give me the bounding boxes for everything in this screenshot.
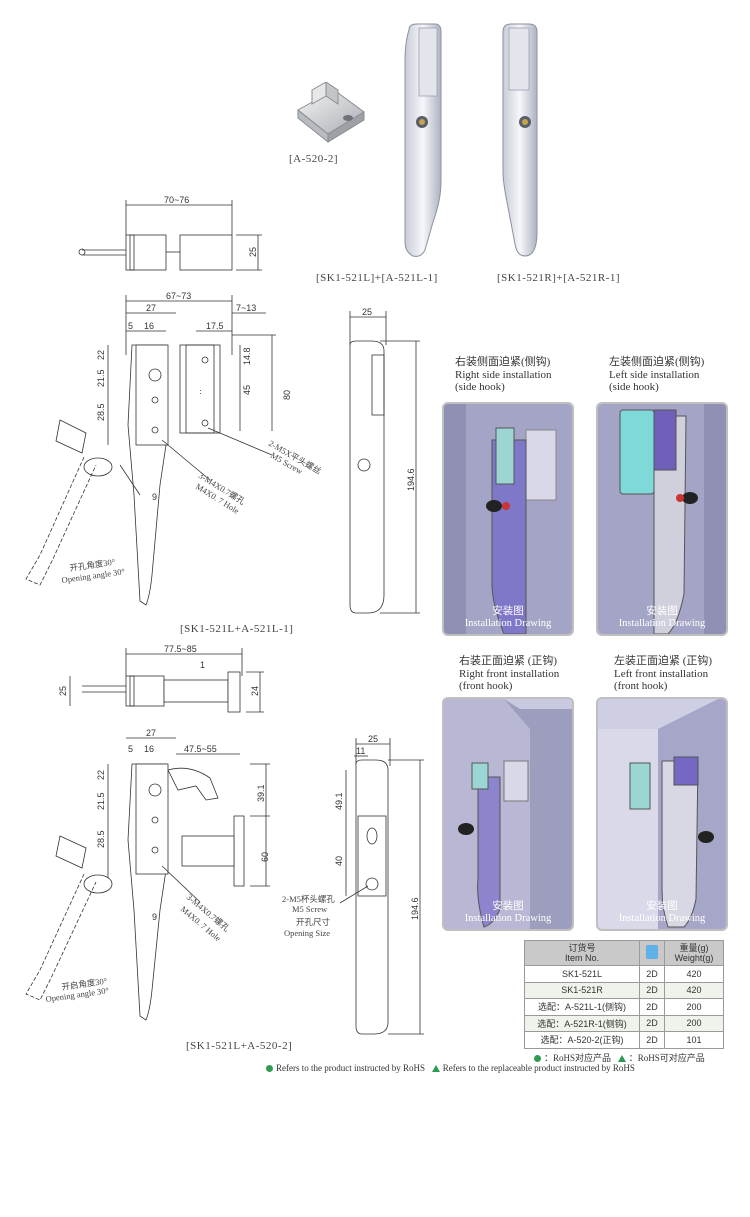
dim2-5: 5 bbox=[128, 744, 133, 754]
dim2-40: 40 bbox=[334, 856, 344, 866]
dim-70-76: 70~76 bbox=[164, 195, 189, 205]
side-view-1: 25 194.6 bbox=[349, 307, 420, 614]
annot2-m5-en: M5 Screw bbox=[292, 904, 328, 914]
dim-24-right: 24 bbox=[250, 686, 260, 696]
replaceable-triangle-icon bbox=[617, 1055, 626, 1063]
rohs-dot-icon bbox=[266, 1065, 273, 1073]
panel3-label-cn: 安装图 bbox=[492, 901, 524, 912]
document-icon bbox=[646, 945, 658, 959]
dim-25-top: 25 bbox=[248, 247, 258, 257]
left-handle-caption: [SK1-521L]+[A-521L-1] bbox=[316, 272, 438, 284]
dim-21-5: 21.5 bbox=[96, 369, 106, 387]
dim-14-8: 14.8 bbox=[242, 347, 252, 365]
dim-77-5-85: 77.5~85 bbox=[164, 644, 197, 654]
dim2-21-5: 21.5 bbox=[96, 792, 106, 810]
panel2-label-cn: 安装图 bbox=[646, 606, 678, 617]
rohs-legend-en: Refers to the product instructed by RoHS… bbox=[266, 1063, 635, 1073]
dim-5: 5 bbox=[128, 321, 133, 331]
header-weight-en: Weight(g) bbox=[674, 953, 714, 963]
dim2-25: 25 bbox=[368, 734, 378, 744]
panel1-title: 右装侧面迫紧(侧钩)Right side installation(side h… bbox=[455, 356, 552, 393]
dim2-27: 27 bbox=[146, 728, 156, 738]
dim-45: 45 bbox=[242, 385, 252, 395]
panel2-title: 左装侧面迫紧(侧钩)Left side installation(side ho… bbox=[609, 356, 705, 393]
dim2-47-5-55: 47.5~55 bbox=[184, 744, 217, 754]
bracket-photo bbox=[297, 82, 365, 144]
dim2-194-6: 194.6 bbox=[410, 897, 420, 920]
panel4-title: 左装正面迫紧 (正钩)Left front installation(front… bbox=[614, 655, 713, 692]
dim-194-6: 194.6 bbox=[406, 468, 416, 491]
dim-16: 16 bbox=[144, 321, 154, 331]
technical-drawing-2: 77.5~85 1 25 24 27 5 16 47.5~55 22 21.5 … bbox=[25, 644, 424, 1035]
side-view-2: 25 11 49.1 40 194.6 bbox=[334, 734, 424, 1035]
top-view-1: 70~76 25 bbox=[78, 195, 262, 271]
dim-67-73: 67~73 bbox=[166, 291, 191, 301]
dim-1: 1 bbox=[200, 660, 205, 670]
dim2-39-1: 39.1 bbox=[256, 784, 266, 802]
dim2-9: 9 bbox=[152, 912, 157, 922]
panel1-label-cn: 安装图 bbox=[492, 606, 524, 617]
drawing2-caption: [SK1-521L+A-520-2] bbox=[186, 1040, 293, 1052]
rohs-legend-cn: ：RoHS对应产品 ：RoHS可对应产品 bbox=[534, 1051, 705, 1064]
dim-28-5: 28.5 bbox=[96, 403, 106, 421]
panel2-label-en: Installation Drawing bbox=[618, 618, 706, 629]
dim2-28-5: 28.5 bbox=[96, 830, 106, 848]
dim-25-left: 25 bbox=[58, 686, 68, 696]
dim-25-side: 25 bbox=[362, 307, 372, 317]
dim2-49-1: 49.1 bbox=[334, 792, 344, 810]
technical-drawing-1: 70~76 25 67~73 27 7~13 5 16 17.5 ·· 22 2… bbox=[25, 195, 420, 614]
dim-22: 22 bbox=[96, 350, 106, 360]
bracket-caption: [A-520-2] bbox=[289, 153, 339, 165]
header-weight-cn: 重量(g) bbox=[679, 943, 709, 953]
panel4-label-cn: 安装图 bbox=[646, 901, 678, 912]
dim2-16: 16 bbox=[144, 744, 154, 754]
left-handle-photo bbox=[404, 23, 442, 257]
dim2-22: 22 bbox=[96, 770, 106, 780]
dim2-11: 11 bbox=[356, 746, 365, 756]
open-size-cn: 开孔尺寸 bbox=[296, 917, 331, 927]
dim-27: 27 bbox=[146, 303, 156, 313]
dim-9: 9 bbox=[152, 492, 157, 502]
panel1-label-en: Installation Drawing bbox=[464, 618, 552, 629]
dim-17-5: 17.5 bbox=[206, 321, 224, 331]
dim-7-13: 7~13 bbox=[236, 303, 256, 313]
svg-text:··: ·· bbox=[195, 389, 205, 395]
dim2-60: 60 bbox=[260, 852, 270, 862]
rohs-dot-icon bbox=[534, 1055, 541, 1063]
panel3-title: 右装正面迫紧 (正钩)Right front installation(fron… bbox=[459, 655, 560, 692]
header-item-en: Item No. bbox=[564, 953, 599, 963]
annot2-m5-cn: 2-M5杯头螺孔 bbox=[282, 894, 335, 904]
top-view-2: 77.5~85 1 25 24 bbox=[58, 644, 264, 713]
header-item-cn: 订货号 bbox=[568, 943, 596, 953]
panel3-label-en: Installation Drawing bbox=[464, 913, 552, 924]
panel4-label-en: Installation Drawing bbox=[618, 913, 706, 924]
right-handle-photo bbox=[502, 23, 538, 257]
dim-80: 80 bbox=[282, 390, 292, 400]
replaceable-triangle-icon bbox=[431, 1065, 440, 1073]
right-handle-caption: [SK1-521R]+[A-521R-1] bbox=[497, 272, 621, 284]
drawing1-caption: [SK1-521L+A-521L-1] bbox=[180, 623, 294, 635]
open-size-en: Opening Size bbox=[284, 928, 330, 938]
